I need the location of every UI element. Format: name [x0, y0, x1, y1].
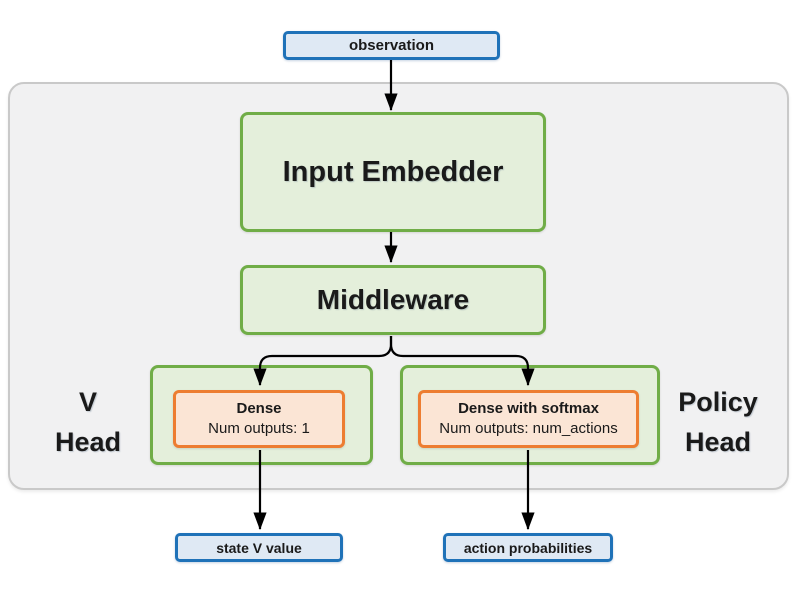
- v-head-dense-node: Dense Num outputs: 1: [173, 390, 345, 448]
- observation-node: observation: [283, 31, 500, 60]
- v-head-label-line2: Head: [54, 427, 122, 457]
- v-head-dense-title: Dense: [236, 400, 282, 417]
- middleware-node: Middleware: [240, 265, 546, 335]
- state-v-value-node: state V value: [175, 533, 343, 562]
- v-head-label-line1: V: [78, 387, 97, 417]
- input-embedder-node: Input Embedder: [240, 112, 546, 232]
- policy-head-label: Policy Head: [653, 382, 783, 462]
- action-probabilities-node: action probabilities: [443, 533, 613, 562]
- v-head-dense-subtitle: Num outputs: 1: [208, 420, 310, 437]
- policy-head-dense-title: Dense with softmax: [458, 400, 599, 417]
- policy-head-dense-subtitle: Num outputs: num_actions: [439, 420, 618, 437]
- policy-head-dense-node: Dense with softmax Num outputs: num_acti…: [418, 390, 639, 448]
- policy-head-label-line2: Head: [684, 427, 752, 457]
- v-head-label: V Head: [28, 382, 148, 462]
- policy-head-label-line1: Policy: [678, 387, 758, 417]
